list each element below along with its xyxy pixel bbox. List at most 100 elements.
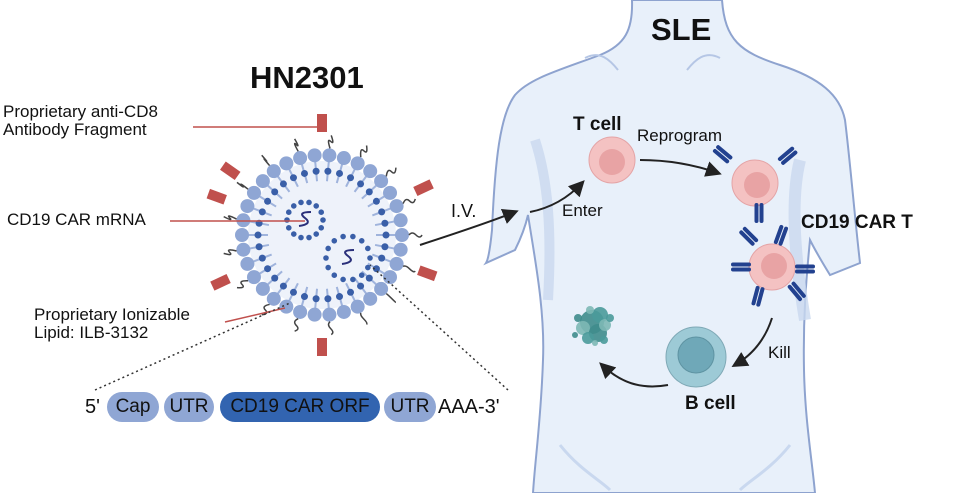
micelle-lipid (285, 225, 292, 231)
route-label: I.V. (451, 201, 477, 221)
lipid-head (255, 281, 270, 296)
lipid-head (393, 242, 408, 257)
peg-chain (223, 215, 237, 221)
ionizable-lipid (312, 295, 320, 303)
car-receptor (712, 145, 733, 164)
antibody-fragment (413, 179, 434, 197)
human-body (483, 0, 862, 493)
lipid-head (246, 270, 261, 285)
antibody-label-line2: Antibody Fragment (3, 119, 147, 139)
ionizable-lipid (324, 295, 332, 303)
micelle-lipid (320, 217, 326, 223)
peg-chain (402, 198, 416, 204)
lipid-head (389, 199, 404, 214)
zoom-line-left (94, 302, 291, 391)
ionizable-lipid (347, 288, 355, 296)
t-cell-label: T cell (573, 114, 622, 135)
body-silhouette (483, 0, 862, 493)
lipid-head (393, 213, 408, 228)
antibody-fragment (317, 114, 327, 132)
lipid-head (383, 270, 398, 285)
car-receptor (773, 224, 789, 246)
ionizable-lipid (254, 231, 262, 239)
car-t-cell-upper (731, 159, 779, 207)
lipid-head (236, 242, 251, 257)
dead-b-cell-debris (572, 306, 614, 346)
lipid-head (307, 148, 322, 163)
ionizable-lipid (312, 167, 320, 175)
ionizable-lipid (372, 265, 380, 273)
debris-fragment (586, 306, 594, 314)
lipid-head (363, 291, 378, 306)
lipid-head (240, 199, 255, 214)
debris-fragment (582, 332, 594, 344)
micelle-lipid (306, 199, 312, 206)
micelle-lipid (298, 199, 304, 206)
zoom-line-right (369, 264, 509, 391)
micelle-lipid (350, 233, 356, 240)
iv-arrow (419, 209, 519, 246)
lipid-head (336, 304, 351, 319)
debris-fragment (606, 314, 614, 322)
enter-arrow (529, 180, 585, 213)
peg-chain (293, 317, 299, 332)
poly-a-label: AAA-3' (438, 396, 500, 418)
lipid-label-line2: Lipid: ILB-3132 (34, 322, 149, 342)
peg-chain (359, 145, 368, 158)
ionizable-lipid (289, 174, 297, 182)
lipid-head (255, 174, 270, 189)
micelle-lipid (285, 209, 292, 215)
reprogram-arrow (639, 159, 722, 177)
five-prime-label: 5' (85, 396, 100, 418)
car-receptor (754, 203, 764, 223)
mrna-strand (341, 249, 355, 265)
car-receptors (712, 145, 815, 307)
antibody-label: Proprietary anti-CD8 Antibody Fragment (3, 103, 158, 139)
lipid-head (322, 148, 337, 163)
ionizable-lipid (279, 282, 287, 290)
ionizable-lipid (324, 167, 332, 175)
micelle-lipid (290, 231, 297, 237)
utr5-segment: UTR (164, 392, 214, 422)
kill-label: Kill (768, 343, 791, 362)
micelle-lipid (325, 245, 331, 252)
micelle-lipid (306, 234, 312, 241)
lipid-head (307, 307, 322, 322)
peg-chain (408, 232, 423, 238)
lipid-head (336, 151, 351, 166)
lipid-head (240, 256, 255, 271)
lipid-label-line1: Proprietary Ionizable (34, 305, 190, 324)
antibody-fragment (206, 188, 227, 205)
ionizable-lipid (271, 188, 279, 196)
mrna-label: CD19 CAR mRNA (7, 210, 146, 229)
lipid-head (279, 299, 294, 314)
ionizable-lipid (300, 169, 308, 177)
micelle-lipid (365, 264, 371, 271)
ionizable-lipid (258, 208, 266, 216)
micelle-lipid (331, 237, 338, 244)
ionizable-lipid (279, 180, 287, 188)
mrna-strand (298, 211, 312, 227)
peg-chain (236, 280, 249, 289)
micelle-lipid (290, 203, 297, 209)
car-receptor (777, 146, 798, 165)
ionizable-lipid (336, 293, 344, 301)
lipid-head (395, 228, 409, 242)
ionizable-lipid (271, 274, 279, 282)
ionizable-lipid (382, 231, 390, 239)
ionizable-lipid (357, 180, 365, 188)
reprogram-label: Reprogram (637, 126, 723, 145)
debris-fragment (600, 336, 608, 344)
ionizable-lipid (372, 197, 380, 205)
peg-chain (385, 292, 397, 304)
destroy-arrow (599, 362, 669, 388)
antibody-fragment (417, 265, 438, 282)
peg-chain (236, 181, 249, 190)
lipid-head (389, 256, 404, 271)
peg-chain (261, 154, 271, 167)
lipid-head (266, 291, 281, 306)
b-cell-label: B cell (685, 393, 736, 414)
cd19-car-orf-segment: CD19 CAR ORF (220, 392, 380, 422)
debris-fragment (592, 307, 608, 323)
car-t-cell-lower (748, 243, 796, 291)
